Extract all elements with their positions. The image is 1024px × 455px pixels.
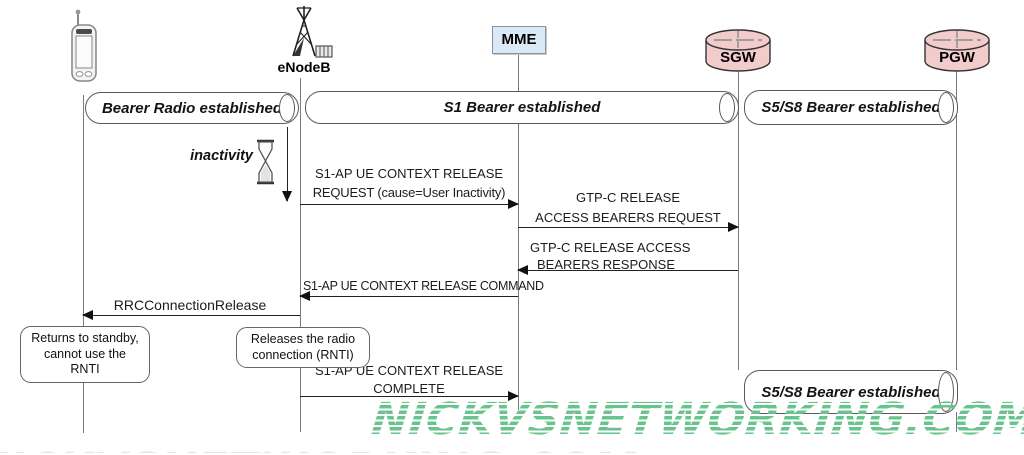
note-line: Releases the radio <box>250 332 356 346</box>
band-radio-bearer: Bearer Radio established <box>85 92 299 124</box>
gateway-cylinder-icon <box>705 29 771 72</box>
band-s5s8-bearer-label: S5/S8 Bearer established <box>761 383 941 401</box>
note-line: cannot use the <box>43 346 126 361</box>
mobile-phone-icon <box>71 9 97 82</box>
lifeline-enodeb <box>300 78 301 432</box>
arrow-release-complete <box>300 391 519 401</box>
band-s5s8-bearer-label: S5/S8 Bearer established <box>761 99 941 116</box>
note-line: Returns to standby, <box>31 331 139 345</box>
msg-release-command: S1-AP UE CONTEXT RELEASE COMMAND <box>303 279 544 293</box>
pgw-label: PGW <box>939 49 975 66</box>
inactivity-label: inactivity <box>190 148 253 164</box>
band-end-cap <box>719 93 735 122</box>
lifeline-sgw <box>738 72 739 370</box>
arrowhead <box>517 265 528 275</box>
arrow-gtpc-request <box>518 222 739 232</box>
msg-rrc-release: RRCConnectionRelease <box>113 297 267 313</box>
watermark: NICKVSNETWORKING.COM <box>369 394 1024 445</box>
band-end-cap <box>938 92 954 123</box>
mme-node: MME <box>492 26 546 54</box>
msg-release-request-line2: REQUEST (cause=User Inactivity) <box>312 185 506 200</box>
lifeline-mme <box>518 54 519 410</box>
antenna-tower-icon <box>292 6 333 58</box>
arrowhead <box>508 391 519 401</box>
msg-gtpc-response-line2: BEARERS RESPONSE <box>537 257 675 272</box>
lifeline-pgw <box>956 72 957 370</box>
arrow-release-request <box>300 199 519 209</box>
band-end-cap <box>279 94 295 122</box>
note-ue-standby: Returns to standby, cannot use the RNTI <box>20 326 150 383</box>
band-end-cap <box>938 372 954 412</box>
band-s1-bearer-label: S1 Bearer established <box>443 99 601 116</box>
msg-gtpc-request-line2: ACCESS BEARERS REQUEST <box>535 210 721 225</box>
inactivity-timeout-arrow <box>282 127 292 202</box>
arrowhead <box>282 191 292 202</box>
band-s1-bearer: S1 Bearer established <box>305 91 739 124</box>
band-s5s8-bearer-bottom: S5/S8 Bearer established <box>744 370 958 414</box>
band-s5s8-bearer-top: S5/S8 Bearer established <box>744 90 958 125</box>
lifeline-pgw-tail <box>956 412 957 432</box>
sgw-label: SGW <box>720 49 756 66</box>
msg-release-request-line1: S1-AP UE CONTEXT RELEASE <box>314 166 504 181</box>
note-enb-release: Releases the radio connection (RNTI) <box>236 327 370 369</box>
arrowhead <box>299 291 310 301</box>
msg-gtpc-response-line1: GTP-C RELEASE ACCESS <box>530 240 691 255</box>
gateway-cylinder-icon <box>924 29 990 72</box>
msg-gtpc-request-line1: GTP-C RELEASE <box>575 190 681 205</box>
arrow-release-command <box>299 291 518 301</box>
arrowhead <box>728 222 739 232</box>
watermark-faint: NICKVSNETWORKING.COM <box>0 444 638 455</box>
note-line: connection (RNTI) <box>252 347 354 362</box>
arrowhead <box>82 310 93 320</box>
msg-release-complete-line2: COMPLETE <box>373 381 445 396</box>
band-radio-bearer-label: Bearer Radio established <box>101 99 283 117</box>
lifeline-ue <box>83 95 84 433</box>
arrow-gtpc-response <box>517 265 738 275</box>
hourglass-icon <box>257 139 274 185</box>
arrowhead <box>508 199 519 209</box>
enodeb-label: eNodeB <box>277 59 331 75</box>
arrow-rrc-release <box>82 310 300 320</box>
note-line: RNTI <box>70 362 100 377</box>
